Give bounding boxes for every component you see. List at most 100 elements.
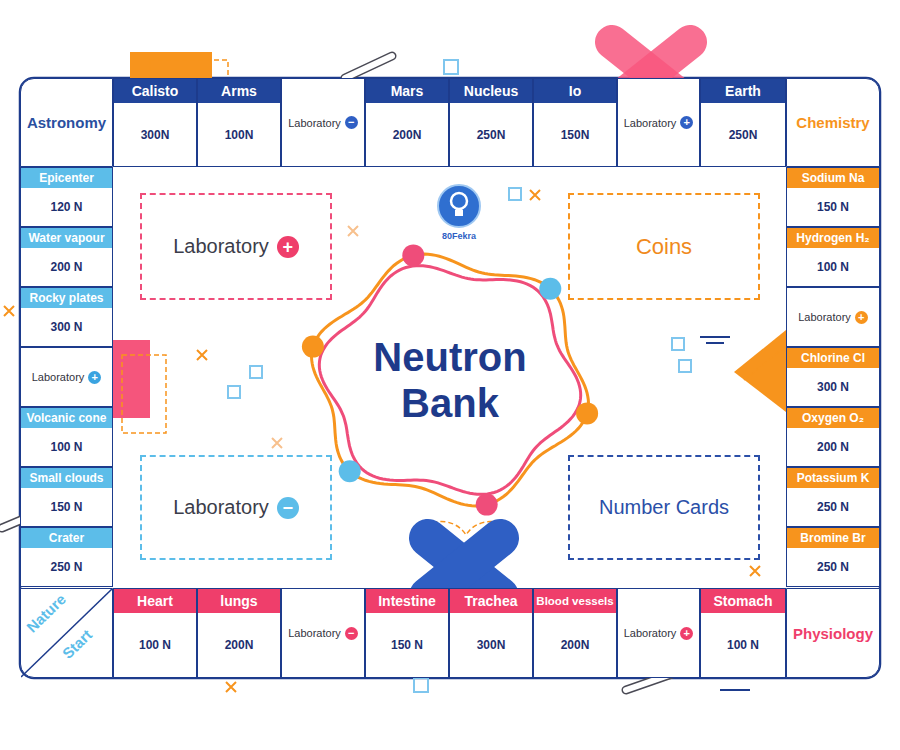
square-name: lungs: [220, 593, 257, 609]
square-name: Heart: [137, 593, 173, 609]
square-header: lungs: [198, 589, 280, 613]
corner-square: Chemistry: [786, 78, 880, 167]
laboratory-square: Laboratory+: [786, 287, 880, 347]
square-value-area: 250N: [701, 103, 785, 166]
square-name: Stomach: [713, 593, 772, 609]
logo-bulb: [451, 193, 467, 209]
square-mark: [509, 188, 521, 200]
bank-title: Neutron Bank: [355, 334, 545, 426]
square-name: Io: [569, 83, 581, 99]
square-header: Small clouds: [21, 468, 112, 488]
logo-bulb-base: [455, 210, 463, 216]
card-area-title: Coins: [636, 234, 692, 260]
square-value: 250N: [729, 128, 758, 142]
square-header: Mars: [366, 79, 448, 103]
square-value-area: 200 N: [21, 248, 112, 286]
orange-block: [130, 52, 212, 79]
square-header: Intestine: [366, 589, 448, 613]
square-name: Volcanic cone: [27, 411, 107, 425]
square-header: Epicenter: [21, 168, 112, 188]
square-name: Rocky plates: [29, 291, 103, 305]
square-value-area: 150 N: [366, 613, 448, 677]
property-square: Arms 100N: [197, 78, 281, 167]
property-square: Small clouds150 N: [20, 467, 113, 527]
square-value: 150 N: [817, 200, 849, 214]
cloud-dot: [302, 336, 324, 358]
laboratory-square: Laboratory−: [281, 78, 365, 167]
laboratory-label: Laboratory: [624, 627, 677, 639]
square-value: 150N: [561, 128, 590, 142]
square-value-area: 100 N: [114, 613, 196, 677]
corner-title: Physiology: [793, 625, 873, 642]
square-value-area: 300 N: [21, 308, 112, 346]
laboratory-row: Laboratory−: [282, 79, 364, 166]
square-value-area: 100 N: [701, 613, 785, 677]
card-area: Laboratory−: [140, 455, 332, 560]
laboratory-square: Laboratory+: [20, 347, 113, 407]
square-header: Arms: [198, 79, 280, 103]
laboratory-row: Laboratory+: [787, 288, 879, 346]
square-value: 250 N: [817, 560, 849, 574]
laboratory-sign: −: [277, 497, 299, 519]
dash-mark: [700, 336, 730, 338]
square-name: Intestine: [378, 593, 436, 609]
laboratory-square: Laboratory−: [281, 588, 365, 678]
logo-circle: [438, 185, 480, 227]
laboratory-sign: +: [277, 236, 299, 258]
square-value-area: 150N: [534, 103, 616, 166]
card-area-title: Laboratory: [173, 235, 269, 258]
square-mark: [250, 366, 262, 378]
property-square: Sodium Na 150 N: [786, 167, 880, 227]
property-square: Hydrogen H₂ 100 N: [786, 227, 880, 287]
square-name: Earth: [725, 83, 761, 99]
square-header: Volcanic cone: [21, 408, 112, 428]
square-value-area: 200N: [366, 103, 448, 166]
laboratory-label: Laboratory: [798, 311, 851, 323]
laboratory-label: Laboratory: [624, 117, 677, 129]
start-label: Start: [59, 626, 95, 662]
square-name: Nucleus: [464, 83, 518, 99]
square-header: Water vapour: [21, 228, 112, 248]
square-value-area: 100N: [198, 103, 280, 166]
square-name: Blood vessels: [536, 595, 613, 607]
property-square: Calisto300N: [113, 78, 197, 167]
square-name: Trachea: [465, 593, 518, 609]
x-mark: [750, 566, 760, 576]
corner-square: Physiology: [786, 588, 880, 678]
x-mark: [4, 306, 14, 316]
square-mark: [414, 678, 428, 692]
square-mark: [679, 360, 691, 372]
square-name: Sodium Na: [802, 171, 865, 185]
laboratory-sign: +: [680, 116, 693, 129]
square-value: 250 N: [50, 560, 82, 574]
square-value-area: 300 N: [787, 368, 879, 406]
square-header: Oxygen O₂: [787, 408, 879, 428]
square-value: 100 N: [139, 638, 171, 652]
cloud-line: [312, 254, 589, 506]
square-value: 120 N: [50, 200, 82, 214]
pink-block: [113, 340, 150, 418]
property-square: Bromine Br 250 N: [786, 527, 880, 587]
square-name: Hydrogen H₂: [796, 231, 869, 245]
cloud-dot: [476, 494, 498, 516]
square-header: Trachea: [450, 589, 532, 613]
x-mark: [226, 682, 236, 692]
property-square: Trachea300N: [449, 588, 533, 678]
square-header: Stomach: [701, 589, 785, 613]
laboratory-square: Laboratory+: [617, 78, 700, 167]
square-value: 300N: [141, 128, 170, 142]
square-header: Bromine Br: [787, 528, 879, 548]
laboratory-sign: −: [345, 627, 358, 640]
square-mark: [672, 338, 684, 350]
square-value: 200 N: [50, 260, 82, 274]
property-square: Volcanic cone100 N: [20, 407, 113, 467]
square-value-area: 100 N: [787, 248, 879, 286]
square-header: Heart: [114, 589, 196, 613]
triangle-outline: [744, 346, 786, 380]
square-value: 100N: [225, 128, 254, 142]
property-square: Intestine 150 N: [365, 588, 449, 678]
property-square: Io 150N: [533, 78, 617, 167]
x-mark: [530, 190, 540, 200]
square-name: Mars: [391, 83, 424, 99]
square-name: Water vapour: [28, 231, 104, 245]
